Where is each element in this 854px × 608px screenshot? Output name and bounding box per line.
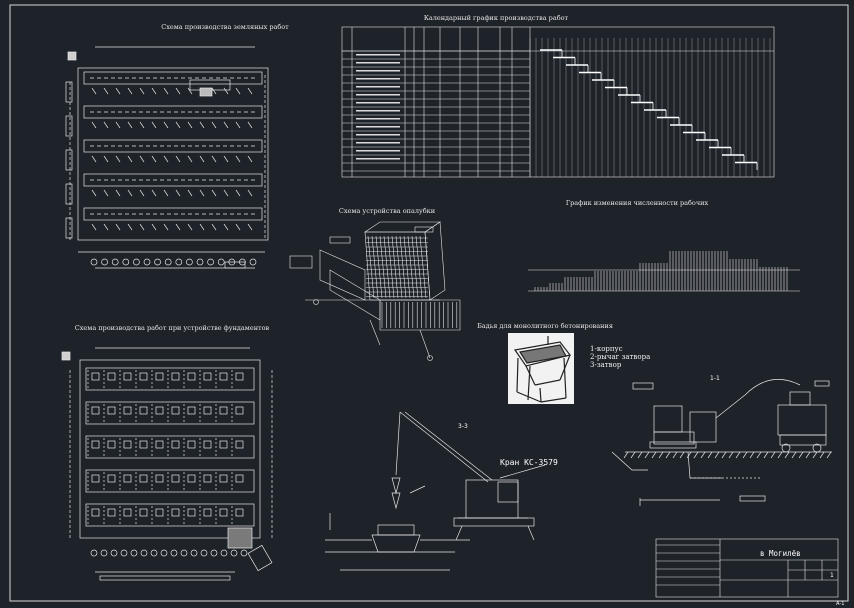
bucket-title: Бадья для монолитного бетонирования	[477, 322, 613, 330]
section-label-right: 1-1	[710, 375, 720, 382]
stamp-title: в Могилёв	[760, 549, 801, 558]
earthworks-plan	[65, 46, 269, 269]
formwork-title: Схема устройства опалубки	[339, 207, 435, 215]
crane-section	[325, 411, 546, 571]
section-label-left: 3-3	[458, 423, 468, 430]
sheet-number: 1	[830, 572, 834, 579]
calendar-schedule	[341, 26, 775, 178]
bucket-legend-2: 2-рычаг затвора	[590, 353, 650, 361]
excavator-section	[611, 379, 832, 506]
corner-mark: А-1	[836, 601, 844, 607]
title-block	[655, 538, 839, 598]
bucket-legend-3: 3-затвор	[590, 361, 622, 369]
workers-chart-title: График изменения численности рабочих	[566, 199, 709, 207]
bucket-illustration	[508, 333, 574, 404]
foundations-plan	[61, 347, 273, 581]
earthworks-title: Схема производства земляных работ	[161, 23, 289, 31]
bucket-legend-1: 1-корпус	[590, 345, 623, 353]
workers-chart	[528, 251, 800, 292]
foundations-title: Схема производства работ при устройстве …	[75, 324, 270, 332]
sheet-frame	[9, 4, 849, 602]
crane-label: Кран КС-3579	[500, 458, 558, 467]
formwork-isometric	[289, 221, 461, 361]
calendar-title: Календарный график производства работ	[424, 14, 569, 22]
